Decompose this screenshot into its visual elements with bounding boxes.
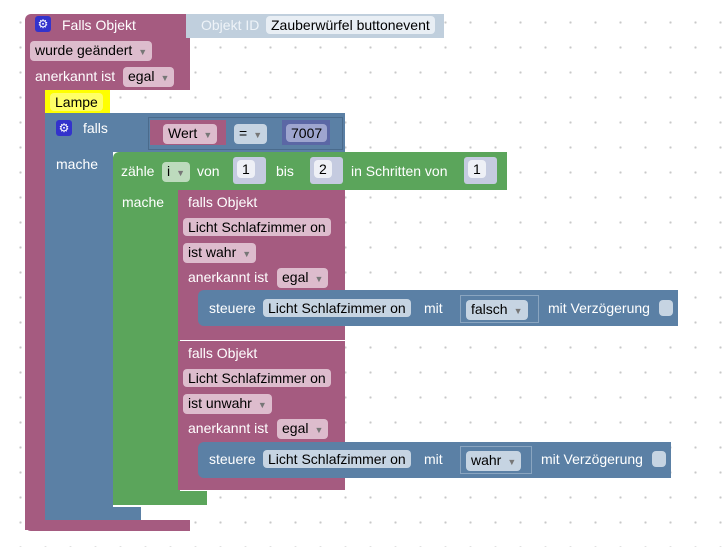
cond1-state-dropdown[interactable]: ist wahr▼ <box>183 243 257 263</box>
trigger-block-column <box>25 90 47 530</box>
object-id-field[interactable]: Zauberwürfel buttonevent <box>266 16 435 34</box>
comment-text[interactable]: Lampe <box>50 93 103 111</box>
gear-icon[interactable]: ⚙ <box>56 120 72 136</box>
loop-variable-dropdown[interactable]: i▼ <box>162 162 191 182</box>
step-number-block[interactable]: 1 <box>464 157 497 184</box>
control2-with-label: mit <box>424 451 443 467</box>
control2-label: steuere <box>209 451 256 467</box>
trigger-block-footer <box>25 520 190 531</box>
from-label: von <box>197 163 220 179</box>
loop-block-column <box>113 190 180 505</box>
cond1-object-field[interactable]: Licht Schlafzimmer on <box>183 218 331 236</box>
cond1-ack-label: anerkannt ist <box>188 269 269 285</box>
loop-do-label: mache <box>122 194 165 210</box>
control1-delay-checkbox[interactable] <box>659 300 673 316</box>
if-label: falls <box>83 120 108 136</box>
control2-object-field[interactable]: Licht Schlafzimmer on <box>263 450 411 468</box>
variable-dropdown[interactable]: Wert▼ <box>163 124 218 144</box>
from-number-block[interactable]: 1 <box>233 157 266 184</box>
if-block-footer <box>45 507 141 520</box>
step-label: in Schritten von <box>351 163 448 179</box>
number-field[interactable]: 7007 <box>286 124 328 142</box>
cond2-object-field[interactable]: Licht Schlafzimmer on <box>183 369 331 387</box>
loop-label: zähle <box>121 163 155 179</box>
loop-block-footer <box>113 491 207 505</box>
ack-dropdown[interactable]: egal▼ <box>123 67 175 87</box>
control2-value-dropdown[interactable]: wahr▼ <box>466 451 522 471</box>
cond2-title: falls Objekt <box>188 345 258 361</box>
condition-dropdown[interactable]: wurde geändert▼ <box>30 41 153 61</box>
control2-delay-checkbox[interactable] <box>652 451 666 467</box>
gear-icon[interactable]: ⚙ <box>35 16 51 32</box>
to-label: bis <box>276 163 294 179</box>
to-number-block[interactable]: 2 <box>310 157 343 184</box>
ack-label: anerkannt ist <box>35 68 116 84</box>
step-number-field[interactable]: 1 <box>468 160 486 178</box>
control1-label: steuere <box>209 300 256 316</box>
if-do-label: mache <box>56 156 99 172</box>
to-number-field[interactable]: 2 <box>314 160 332 178</box>
operator-dropdown[interactable]: =▼ <box>234 124 268 144</box>
cond2-state-dropdown[interactable]: ist unwahr▼ <box>183 394 272 414</box>
control1-with-label: mit <box>424 300 443 316</box>
cond1-title: falls Objekt <box>188 194 258 210</box>
if-block-column <box>45 152 113 520</box>
from-number-field[interactable]: 1 <box>237 160 255 178</box>
cond2-ack-label: anerkannt ist <box>188 420 269 436</box>
cond2-ack-dropdown[interactable]: egal▼ <box>277 419 329 439</box>
control2-delay-label: mit Verzögerung <box>541 451 643 467</box>
control1-delay-label: mit Verzögerung <box>548 300 650 316</box>
object-id-label: Objekt ID <box>201 17 260 33</box>
trigger-title: Falls Objekt <box>62 17 136 33</box>
control1-object-field[interactable]: Licht Schlafzimmer on <box>263 299 411 317</box>
cond1-ack-dropdown[interactable]: egal▼ <box>277 268 329 288</box>
control1-value-dropdown[interactable]: falsch▼ <box>466 300 528 320</box>
